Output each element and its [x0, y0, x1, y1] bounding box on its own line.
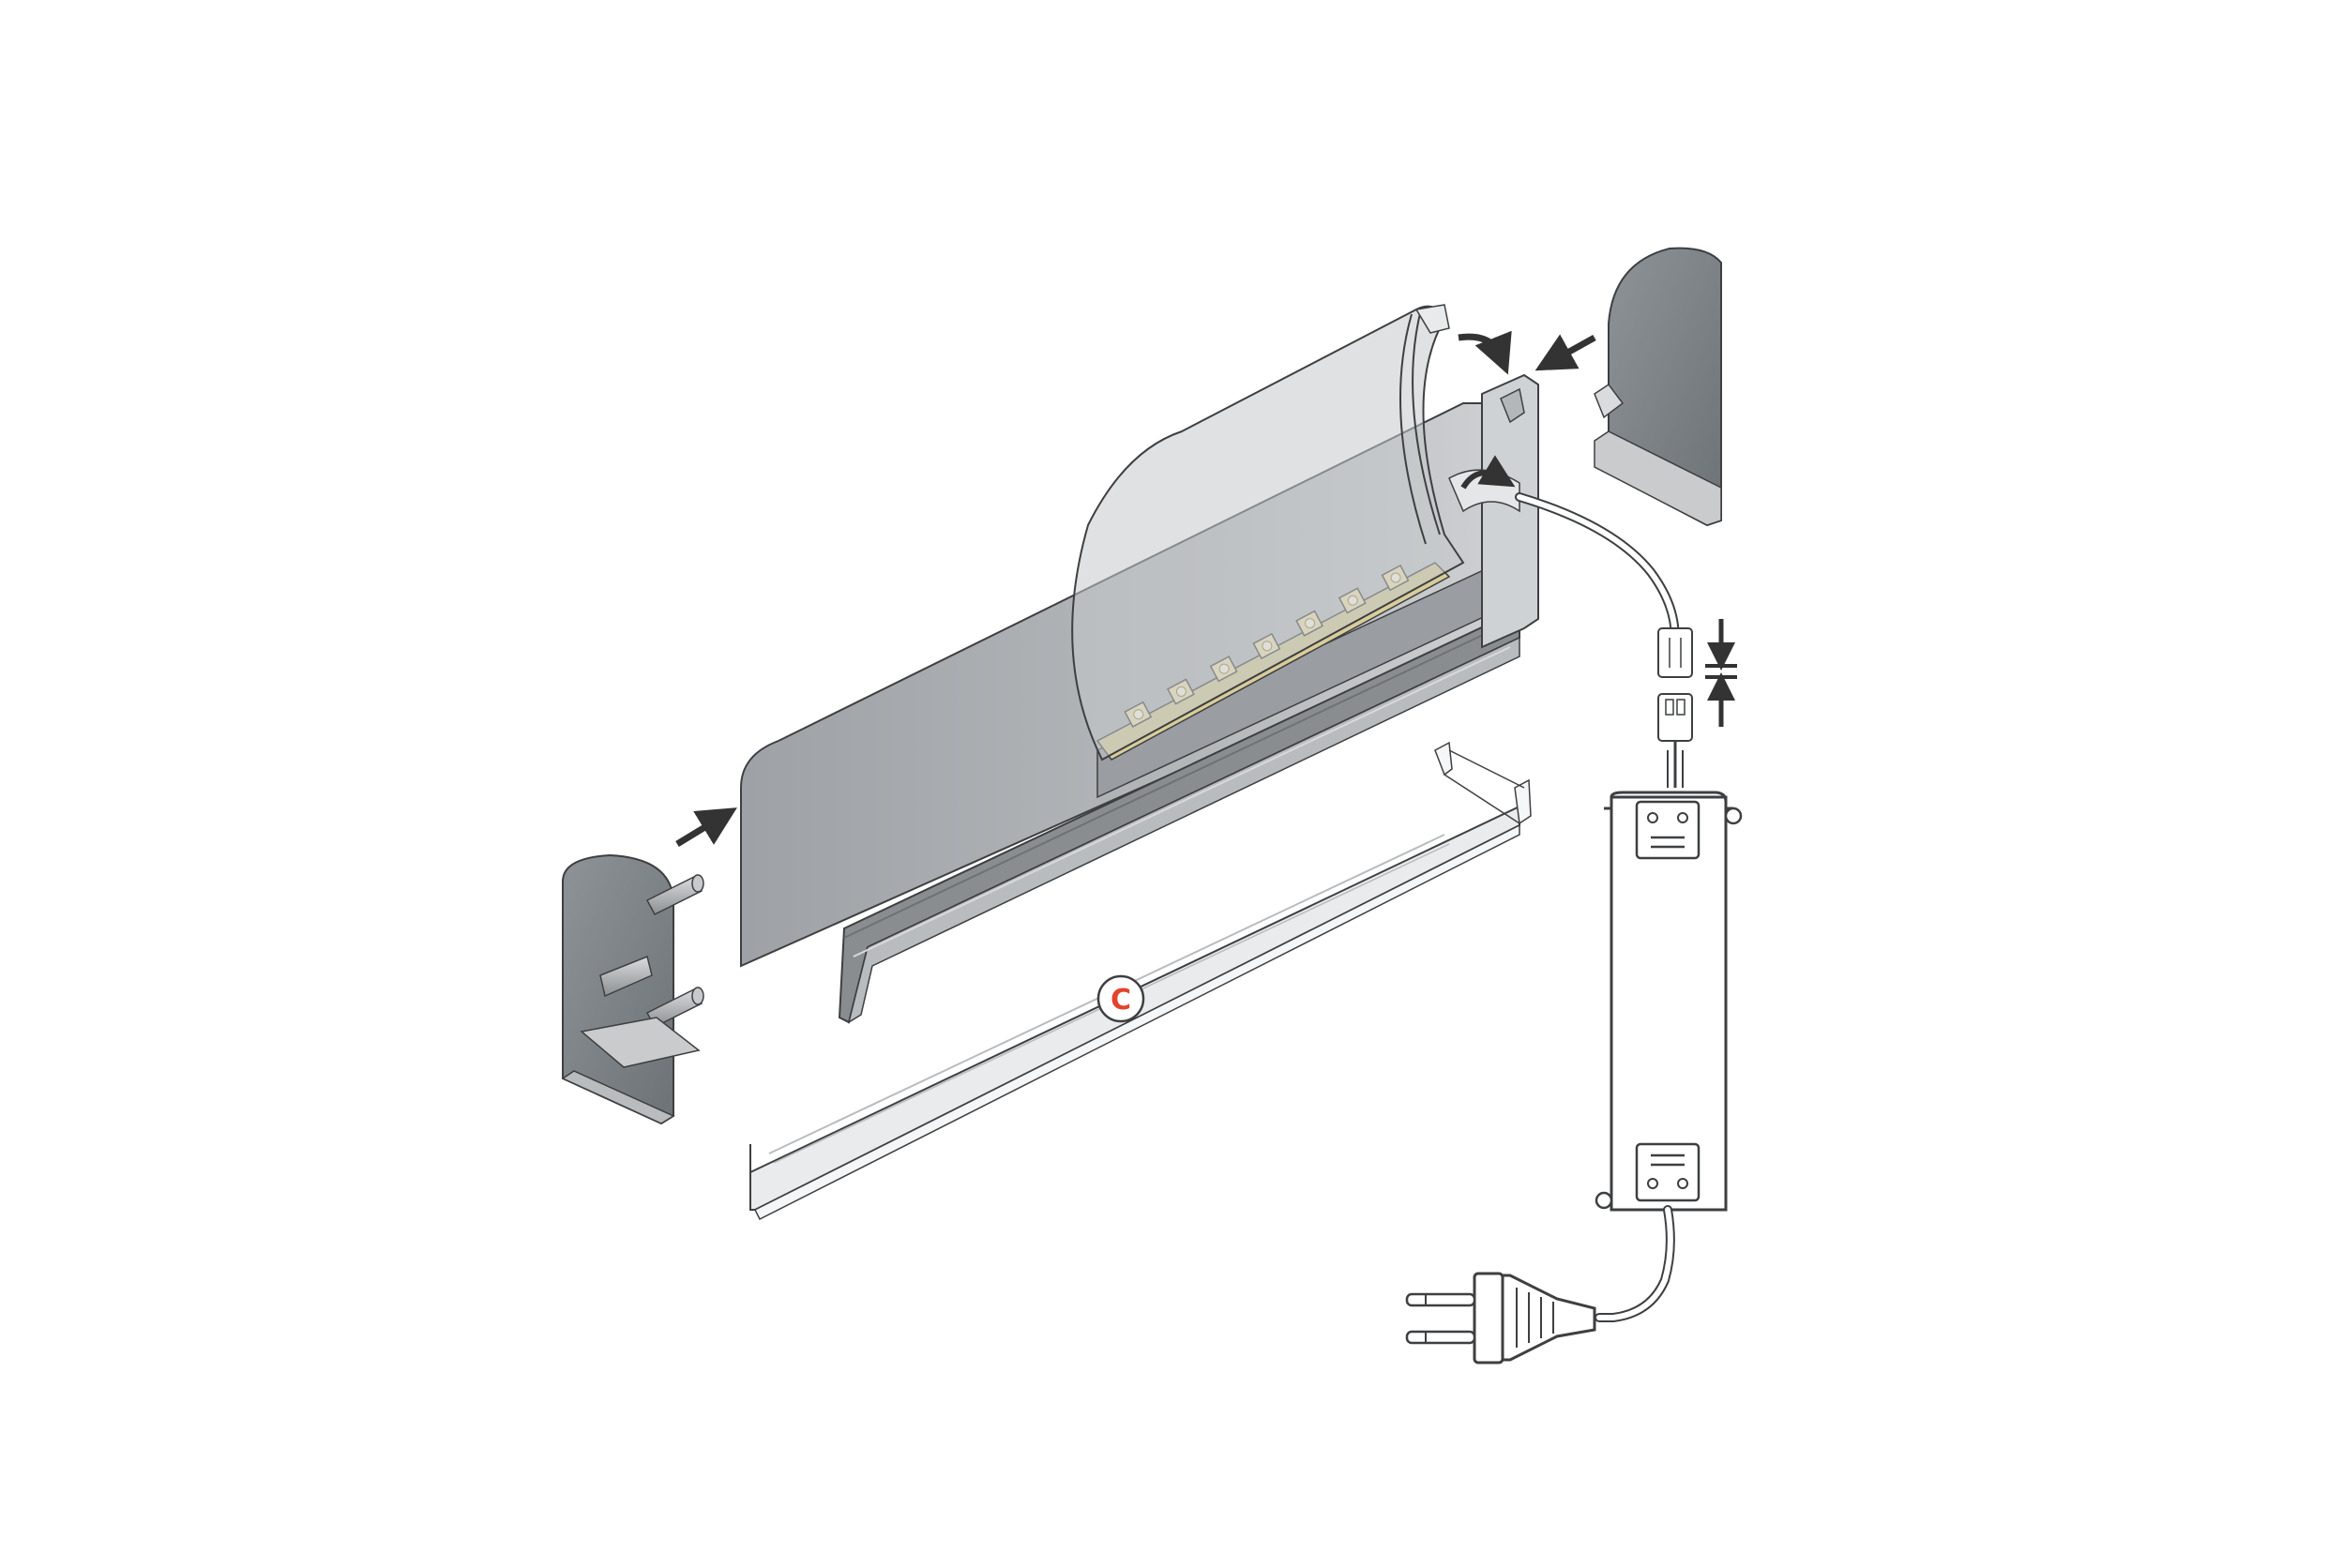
badge-letter: C [1111, 984, 1131, 1017]
diffuser-type-badge: C [1096, 974, 1145, 1023]
output-terminal [1635, 800, 1701, 860]
end-cap-pin [645, 874, 704, 915]
diffuser-cover [1071, 304, 1465, 761]
power-cable [1515, 492, 1680, 652]
mains-plug [1405, 1272, 1596, 1364]
plug-connector-male [1657, 693, 1693, 788]
end-cap-pin [599, 955, 653, 998]
insert-arrow-left [675, 807, 737, 847]
plug-connector-female [1657, 627, 1693, 678]
rotate-arrow-top [1458, 330, 1512, 375]
end-cap-tab [580, 1017, 701, 1068]
left-end-cap [561, 853, 704, 1125]
insert-arrow-right [1534, 334, 1596, 371]
right-end-cap [1594, 247, 1722, 527]
power-supply [1595, 791, 1743, 1212]
rotate-arrow-inner [1460, 455, 1516, 490]
input-terminal [1635, 1142, 1701, 1202]
connect-arrows [1705, 619, 1737, 727]
mains-cable [1595, 1205, 1675, 1322]
